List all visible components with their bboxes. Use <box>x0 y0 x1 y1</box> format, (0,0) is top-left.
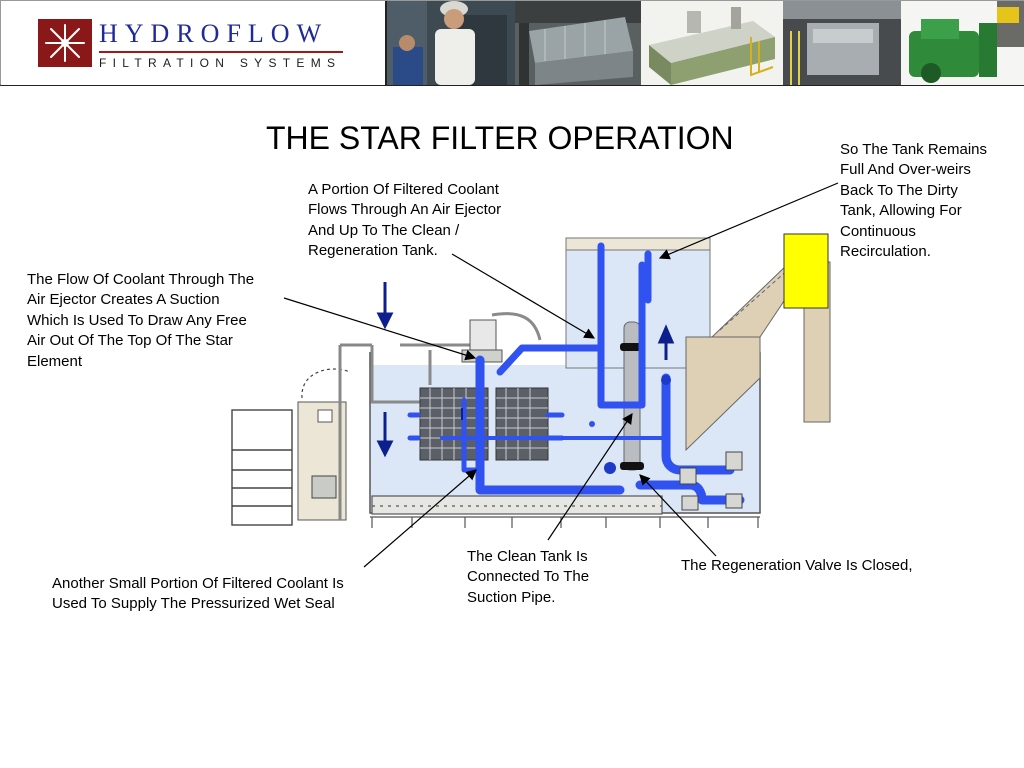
callout-line: Another Small Portion Of Filtered Coolan… <box>52 575 344 592</box>
access-stairs <box>231 409 293 526</box>
drive-motor <box>783 233 829 309</box>
callout-suction: The Flow Of Coolant Through The Air Ejec… <box>27 270 254 372</box>
conveyor-base <box>370 495 760 528</box>
control-cabinet <box>297 343 372 521</box>
callout-line: Connected To The <box>467 568 590 586</box>
callout-wet-seal: Another Small Portion Of Filtered Coolan… <box>52 574 344 615</box>
packaged-system-photo <box>641 1 783 85</box>
flow-direction-arrows <box>376 282 675 458</box>
callout-line: So The Tank Remains <box>840 141 988 158</box>
star-logo-icon <box>38 19 92 67</box>
installed-system-photo <box>783 1 901 85</box>
callout-tank-full: So The Tank Remains Full And Over-weirs … <box>840 140 987 262</box>
worker-in-hard-hat-photo <box>387 1 515 85</box>
ducted-filter-unit-photo <box>515 1 641 85</box>
company-logo: HYDROFLOW FILTRATION SYSTEMS <box>1 1 387 85</box>
callout-line: Flows Through An Air Ejector <box>308 201 502 219</box>
callout-line: Air Ejector Creates A Suction <box>27 291 220 309</box>
callout-line: Regeneration Tank. <box>308 242 438 260</box>
callout-line: Used To Supply The Pressurized Wet Seal <box>52 595 335 613</box>
callout-line: Recirculation. <box>840 243 931 261</box>
callout-line: Element <box>27 352 83 370</box>
callout-air-ejector: A Portion Of Filtered Coolant Flows Thro… <box>308 180 501 262</box>
callout-line: Which Is Used To Draw Any Free <box>27 311 247 329</box>
suction-pipe <box>620 321 644 471</box>
brand-underline <box>99 51 343 53</box>
coolant-flow-lines <box>407 242 745 505</box>
callout-line: The Clean Tank Is <box>467 548 588 565</box>
callout-regeneration-valve: The Regeneration Valve Is Closed, <box>681 556 913 576</box>
header-banner: HYDROFLOW FILTRATION SYSTEMS <box>0 0 1024 86</box>
callout-line: Continuous <box>840 222 916 240</box>
callout-line: Suction Pipe. <box>467 588 556 606</box>
callout-leader-lines <box>283 182 839 568</box>
callout-line: The Regeneration Valve Is Closed, <box>681 557 913 574</box>
green-machinery-photo <box>901 1 1024 85</box>
slide-title: THE STAR FILTER OPERATION <box>266 120 734 156</box>
flow-valves <box>589 375 743 511</box>
callout-line: Air Out Of The Top Of The Star <box>27 332 233 350</box>
callout-line: Full And Over-weirs <box>840 161 971 179</box>
callout-line: A Portion Of Filtered Coolant <box>308 181 499 198</box>
callout-line: The Flow Of Coolant Through The <box>27 271 255 288</box>
callout-clean-tank: The Clean Tank Is Connected To The Sucti… <box>467 547 589 608</box>
callout-line: Tank, Allowing For <box>840 202 962 220</box>
brand-name: HYDROFLOW <box>99 19 329 48</box>
callout-line: And Up To The Clean / <box>308 221 460 239</box>
brand-tagline: FILTRATION SYSTEMS <box>99 56 342 70</box>
callout-line: Back To The Dirty <box>840 181 958 199</box>
